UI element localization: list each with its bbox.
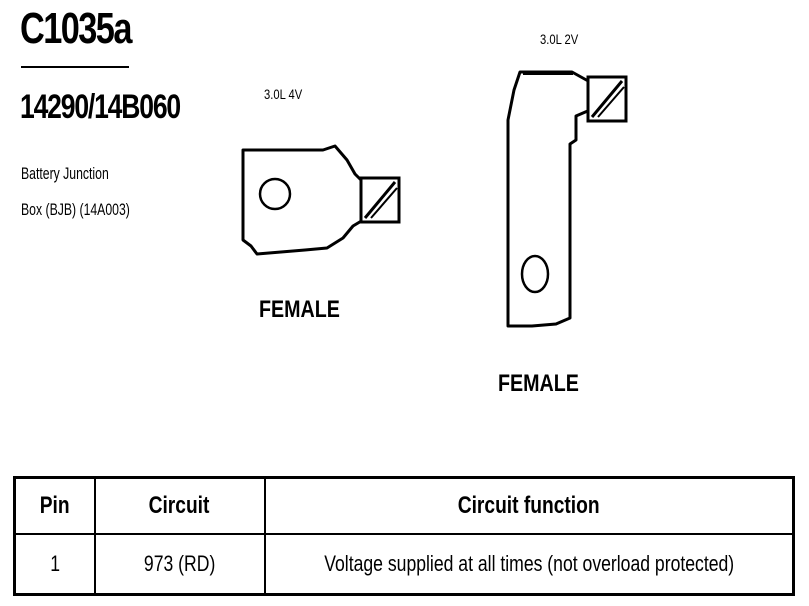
ring-terminal-icon (241, 144, 401, 256)
header-circuit: Circuit (93, 476, 266, 535)
header-circuit-function-label: Circuit function (457, 492, 600, 519)
cell-circuit: 973 (RD) (93, 533, 266, 596)
circuit-value: 973 (RD) (143, 551, 216, 576)
header-pin-label: Pin (39, 492, 70, 519)
header-circuit-function: Circuit function (263, 476, 795, 535)
pin-value: 1 (49, 551, 60, 576)
header-circuit-label: Circuit (149, 492, 210, 519)
angled-ring-terminal-icon (506, 70, 628, 328)
pin-table: Pin Circuit Circuit function 1 973 (RD) … (13, 476, 795, 596)
header-pin: Pin (13, 476, 96, 535)
connector-description-line1: Battery Junction (21, 164, 109, 183)
circuit-function-value: Voltage supplied at all times (not overl… (323, 551, 734, 576)
terminal-2-engine-label: 3.0L 2V (540, 31, 579, 47)
pin-table-header-row: Pin Circuit Circuit function (13, 476, 795, 535)
table-row: 1 973 (RD) Voltage supplied at all times… (13, 533, 795, 596)
connector-description-line2: Box (BJB) (14A003) (21, 200, 130, 219)
terminal-1-engine-label: 3.0L 4V (264, 86, 303, 102)
terminal-1-gender-label: FEMALE (259, 296, 340, 323)
part-number: 14290/14B060 (20, 88, 181, 126)
connector-id-title: C1035a (20, 4, 132, 53)
terminal-2-gender-label: FEMALE (498, 370, 579, 397)
cell-circuit-function: Voltage supplied at all times (not overl… (263, 533, 795, 596)
cell-pin: 1 (13, 533, 96, 596)
title-divider (21, 66, 129, 68)
